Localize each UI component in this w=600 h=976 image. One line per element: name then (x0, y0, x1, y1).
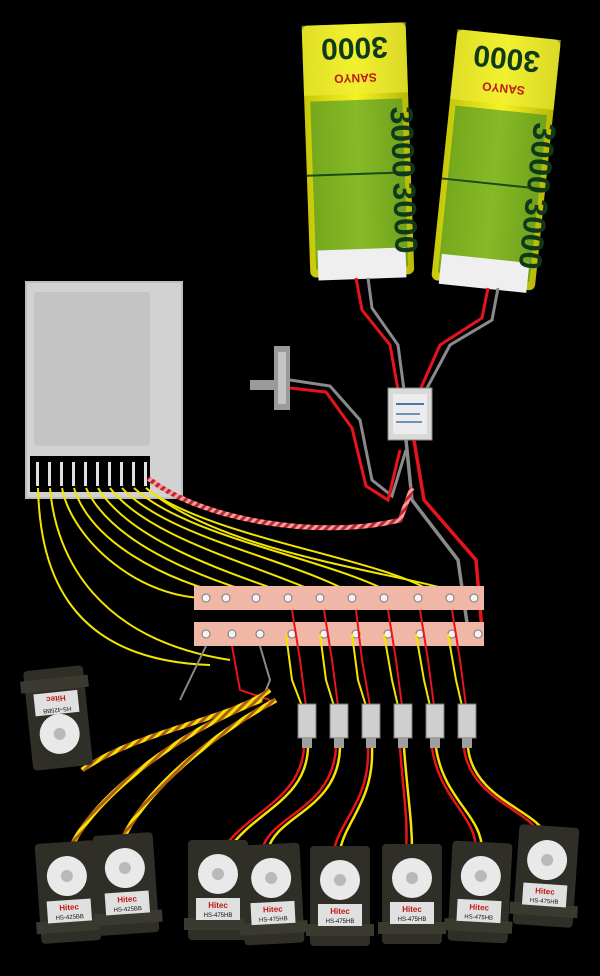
servo-1: Hitec HS-425BB (20, 665, 93, 771)
toggle-switch-icon (250, 346, 290, 410)
servo-2: Hitec HS-425BB (34, 840, 105, 944)
servo-7-brand: Hitec (402, 905, 422, 914)
receiver (25, 281, 183, 499)
battery-1-cell-label-b: 3000 (386, 182, 424, 254)
receiver-channel-pins (36, 462, 147, 486)
rail-to-connector-wires (179, 609, 467, 707)
servo-2-model: HS-425BB (55, 914, 84, 922)
servo-4-model: HS-475HB (204, 913, 233, 919)
battery-2-brand: SANYO (482, 79, 526, 97)
servo-3: Hitec HS-425BB (92, 832, 163, 936)
servo-5-brand: Hitec (263, 904, 284, 914)
connector-2 (329, 703, 349, 739)
connector-3 (361, 703, 381, 739)
switch-wires (289, 378, 408, 503)
battery-wires (354, 277, 500, 391)
connector-1 (297, 703, 317, 739)
receiver-power-lead (146, 476, 415, 531)
distribution-rail-top (194, 586, 484, 610)
servo-6-model: HS-475HB (326, 919, 355, 925)
twisted-servo-leads (67, 687, 278, 851)
connector-5 (425, 703, 445, 739)
servo-8-model: HS-475HB (464, 914, 493, 921)
servo-1-model: HS-425BB (43, 705, 72, 714)
servo-6: Hitec HS-475HB (306, 846, 374, 946)
battery-pack-1: 3000 SANYO 3000 3000 (301, 22, 425, 281)
battery-1-capacity: 3000 (320, 30, 388, 65)
servo-1-brand: Hitec (45, 693, 66, 704)
servo-9-brand: Hitec (535, 886, 556, 896)
distribution-rail-bottom (194, 622, 484, 646)
servo-9: Hitec HS-475HB (509, 824, 580, 928)
connector-4 (393, 703, 413, 739)
servo-7-model: HS-475HB (398, 917, 427, 923)
servo-4: Hitec HS-475HB (184, 840, 252, 940)
servo-9-model: HS-475HB (530, 898, 559, 906)
battery-2-cell-label-b: 3000 (512, 197, 555, 272)
servo-5: Hitec HS-475HB (239, 842, 309, 946)
servo-leads (220, 747, 548, 851)
connector-6 (457, 703, 477, 739)
switch-module (387, 387, 433, 441)
battery-1-brand: SANYO (334, 70, 377, 85)
battery-1-cell-label-a: 3000 (384, 106, 422, 178)
servo-5-model: HS-475HB (259, 916, 288, 923)
battery-pack-2: 3000 SANYO 3000 3000 (431, 29, 563, 293)
servo-8: Hitec HS-475HB (443, 840, 513, 944)
servo-6-brand: Hitec (330, 907, 350, 916)
servo-8-brand: Hitec (469, 902, 490, 912)
servo-2-brand: Hitec (59, 902, 80, 912)
battery-2-capacity: 3000 (472, 38, 542, 78)
servo-7: Hitec HS-475HB (378, 844, 446, 944)
servo-3-brand: Hitec (117, 894, 138, 904)
servo-3-model: HS-425BB (113, 906, 142, 914)
battery-2-cell-label-a: 3000 (520, 121, 563, 196)
servo-4-brand: Hitec (208, 901, 228, 910)
